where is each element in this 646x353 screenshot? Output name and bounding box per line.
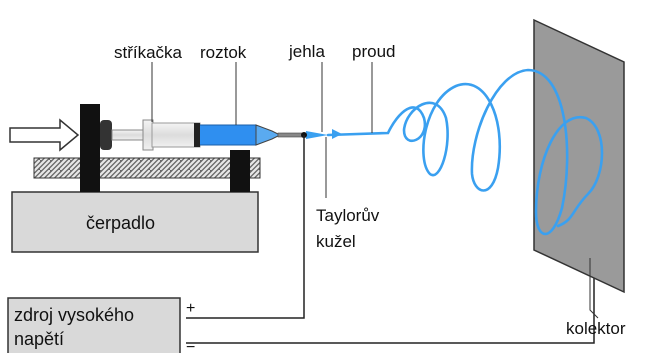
pump-label: čerpadlo bbox=[86, 213, 155, 233]
syringe-collar bbox=[194, 123, 200, 147]
wire-positive bbox=[186, 135, 305, 319]
syringe-tip bbox=[255, 124, 282, 146]
pump-post-right bbox=[230, 150, 250, 192]
taylor-cone-label-line2: kužel bbox=[316, 232, 356, 251]
power-supply-box bbox=[7, 297, 181, 353]
solution-fill bbox=[195, 124, 257, 146]
collector-plate bbox=[533, 18, 625, 294]
pump-post-left bbox=[80, 104, 100, 192]
syringe-label: stříkačka bbox=[114, 43, 183, 62]
jet-stream bbox=[326, 68, 604, 236]
plus-sign: + bbox=[186, 300, 195, 317]
needle-label: jehla bbox=[288, 42, 325, 61]
power-supply-label-line1: zdroj vysokého bbox=[14, 305, 134, 325]
jet-label: proud bbox=[352, 42, 395, 61]
power-supply-label-line2: napětí bbox=[14, 329, 64, 349]
collector-leader bbox=[589, 258, 599, 319]
taylor-cone bbox=[306, 131, 328, 139]
wire-negative bbox=[186, 270, 595, 344]
minus-sign: − bbox=[186, 339, 195, 353]
solution-label: roztok bbox=[200, 43, 247, 62]
syringe-barrel bbox=[151, 122, 201, 148]
threaded-rod bbox=[33, 157, 261, 179]
collector-label: kolektor bbox=[566, 319, 626, 338]
jet-arrow-icon bbox=[332, 129, 342, 139]
pump-base bbox=[11, 191, 259, 253]
taylor-cone-label-line1: Taylorův bbox=[316, 206, 380, 225]
push-arrow-icon bbox=[9, 118, 80, 152]
plunger-disk bbox=[100, 120, 112, 150]
